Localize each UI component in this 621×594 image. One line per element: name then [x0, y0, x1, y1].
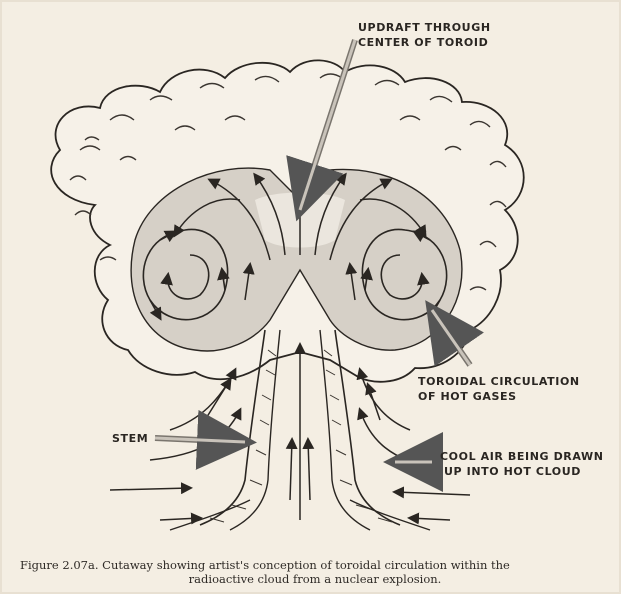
scan-border	[0, 0, 621, 594]
figure-page: UPDRAFT THROUGH CENTER OF TOROID TOROIDA…	[0, 0, 621, 594]
